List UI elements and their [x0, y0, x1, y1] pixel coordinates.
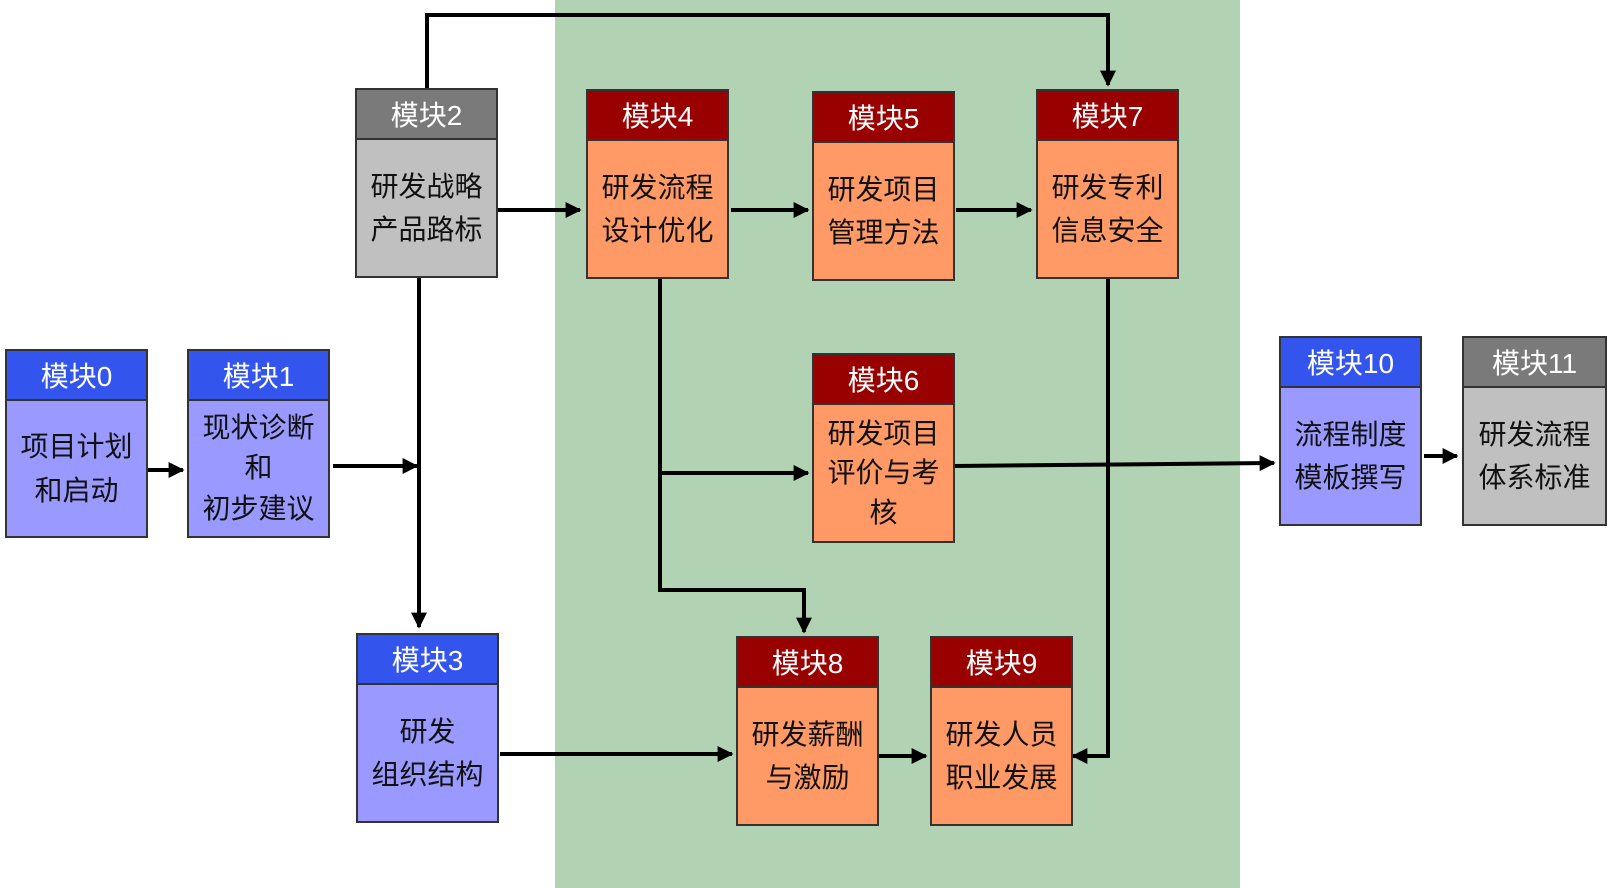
- module-5-box: 模块5 研发项目 管理方法: [812, 91, 955, 281]
- module-10-box: 模块10 流程制度 模板撰写: [1279, 336, 1422, 526]
- module-8-title: 模块8: [738, 638, 877, 688]
- module-0-line: 项目计划: [20, 431, 133, 463]
- module-2-line: 研发战略: [370, 170, 483, 202]
- module-1-line: 和: [244, 452, 273, 484]
- module-1-box: 模块1 现状诊断 和 初步建议: [187, 349, 330, 538]
- module-6-line: 核: [869, 496, 898, 528]
- module-11-box: 模块11 研发流程 体系标准: [1462, 336, 1607, 526]
- module-8-line: 研发薪酬: [751, 718, 864, 750]
- module-4-box: 模块4 研发流程 设计优化: [586, 89, 729, 279]
- module-0-title: 模块0: [7, 351, 146, 401]
- module-10-body: 流程制度 模板撰写: [1281, 388, 1420, 524]
- module-6-body: 研发项目 评价与考 核: [814, 405, 953, 541]
- module-3-line: 组织结构: [371, 759, 484, 790]
- module-0-box: 模块0 项目计划 和启动: [5, 349, 148, 538]
- module-8-line: 与激励: [765, 762, 850, 793]
- module-7-box: 模块7 研发专利 信息安全: [1036, 89, 1179, 279]
- module-6-line: 研发项目: [827, 418, 940, 450]
- module-8-box: 模块8 研发薪酬 与激励: [736, 636, 879, 826]
- module-3-body: 研发 组织结构: [358, 685, 497, 821]
- arrow-m4-to-m6: [658, 279, 810, 481]
- module-9-line: 职业发展: [945, 762, 1058, 793]
- module-9-box: 模块9 研发人员 职业发展: [930, 636, 1073, 826]
- module-4-line: 设计优化: [601, 215, 714, 246]
- arrow-m2-to-m7: [425, 13, 1116, 88]
- module-6-box: 模块6 研发项目 评价与考 核: [812, 353, 955, 543]
- module-11-line: 体系标准: [1478, 462, 1591, 493]
- module-8-body: 研发薪酬 与激励: [738, 688, 877, 824]
- module-2-box: 模块2 研发战略 产品路标: [355, 88, 498, 278]
- module-7-title: 模块7: [1038, 91, 1177, 141]
- module-6-line: 评价与考: [827, 457, 940, 489]
- module-2-line: 产品路标: [370, 214, 483, 245]
- module-10-line: 模板撰写: [1294, 462, 1407, 493]
- module-7-body: 研发专利 信息安全: [1038, 141, 1177, 277]
- module-4-body: 研发流程 设计优化: [588, 141, 727, 277]
- module-1-line: 现状诊断: [202, 411, 315, 443]
- module-0-line: 和启动: [34, 474, 119, 506]
- module-4-line: 研发流程: [601, 171, 714, 203]
- module-2-title: 模块2: [357, 90, 496, 140]
- module-9-line: 研发人员: [945, 718, 1058, 750]
- module-3-box: 模块3 研发 组织结构: [356, 633, 499, 823]
- module-4-title: 模块4: [588, 91, 727, 141]
- module-11-title: 模块11: [1464, 338, 1605, 388]
- module-9-body: 研发人员 职业发展: [932, 688, 1071, 824]
- module-5-line: 管理方法: [827, 217, 940, 248]
- module-10-line: 流程制度: [1294, 418, 1407, 450]
- module-7-line: 信息安全: [1051, 215, 1164, 246]
- module-2-body: 研发战略 产品路标: [357, 140, 496, 276]
- arrow-m7-to-m9: [1071, 279, 1110, 764]
- module-3-line: 研发: [399, 715, 456, 747]
- module-9-title: 模块9: [932, 638, 1071, 688]
- arrow-m6-to-m10: [953, 455, 1276, 472]
- module-5-line: 研发项目: [827, 173, 940, 205]
- module-1-line: 初步建议: [202, 492, 315, 524]
- module-10-title: 模块10: [1281, 338, 1420, 388]
- module-5-body: 研发项目 管理方法: [814, 143, 953, 279]
- module-5-title: 模块5: [814, 93, 953, 143]
- module-6-title: 模块6: [814, 355, 953, 405]
- module-11-body: 研发流程 体系标准: [1464, 388, 1605, 524]
- module-1-title: 模块1: [189, 351, 328, 401]
- module-7-line: 研发专利: [1051, 171, 1164, 203]
- module-11-line: 研发流程: [1478, 418, 1591, 450]
- module-0-body: 项目计划 和启动: [7, 401, 146, 536]
- module-1-body: 现状诊断 和 初步建议: [189, 401, 328, 536]
- arrow-m4-to-m8: [658, 473, 812, 634]
- module-3-title: 模块3: [358, 635, 497, 685]
